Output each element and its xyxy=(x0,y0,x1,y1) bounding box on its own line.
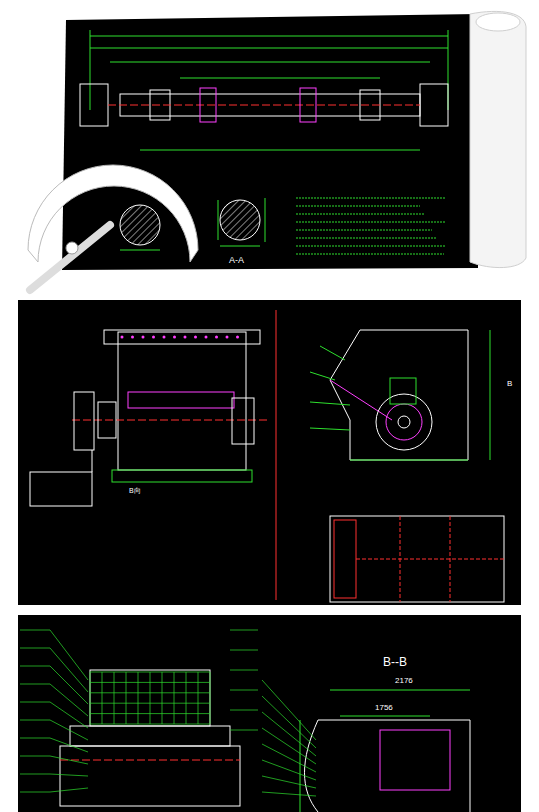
stroke xyxy=(50,774,88,776)
protractor-arm xyxy=(30,225,110,290)
crusher-side xyxy=(310,330,490,460)
section-b-b xyxy=(300,690,470,812)
bolt-row xyxy=(121,336,240,339)
drawing-label: B--B xyxy=(382,656,408,668)
tech-notes xyxy=(296,198,446,254)
section-circle xyxy=(120,205,160,245)
bolt xyxy=(142,336,145,339)
stroke xyxy=(174,672,175,724)
base-plan xyxy=(330,516,504,602)
stroke xyxy=(90,724,210,725)
shaft-assembly xyxy=(90,30,448,150)
bolt xyxy=(152,336,155,339)
stroke xyxy=(230,730,258,731)
stroke xyxy=(20,720,50,721)
protractor xyxy=(28,165,198,262)
bolt xyxy=(215,336,218,339)
sheet-divider xyxy=(276,310,277,600)
stroke xyxy=(90,672,210,673)
roll-end xyxy=(476,13,520,31)
stroke xyxy=(230,710,258,711)
stroke xyxy=(20,774,50,775)
bottom-sheet xyxy=(18,615,521,812)
drawing-label: B xyxy=(506,380,513,388)
paper-roll xyxy=(470,11,526,267)
stroke xyxy=(230,670,258,671)
bolt xyxy=(184,336,187,339)
leader-lines xyxy=(20,630,258,792)
bolt xyxy=(163,336,166,339)
stroke xyxy=(150,672,151,724)
stroke xyxy=(20,648,50,649)
stroke xyxy=(50,666,88,704)
drawing-label: 2176 xyxy=(394,677,414,685)
stroke xyxy=(20,666,50,667)
stroke xyxy=(262,744,316,772)
stroke xyxy=(296,221,446,222)
stroke xyxy=(296,237,436,238)
stroke xyxy=(50,720,88,740)
stroke xyxy=(50,738,88,752)
stroke xyxy=(102,672,103,724)
stroke xyxy=(262,792,316,796)
top-sheet xyxy=(62,14,478,270)
section-a-a xyxy=(220,200,260,240)
bolt xyxy=(226,336,229,339)
crusher-front xyxy=(30,330,270,506)
stroke xyxy=(20,792,50,793)
stroke xyxy=(262,680,316,740)
stroke xyxy=(90,672,91,724)
stroke xyxy=(20,630,50,631)
drawing-label: B向 xyxy=(128,487,142,494)
stroke xyxy=(262,712,316,756)
stroke xyxy=(50,756,88,764)
stroke xyxy=(20,738,50,739)
stroke xyxy=(162,672,163,724)
stroke xyxy=(50,788,88,792)
stroke xyxy=(20,684,50,685)
stroke xyxy=(230,690,258,691)
drawing-label: A-A xyxy=(228,256,245,265)
drawing-label: 1756 xyxy=(374,704,394,712)
stroke xyxy=(262,776,316,788)
bolt xyxy=(236,336,239,339)
stroke xyxy=(50,702,88,728)
stroke xyxy=(296,245,446,246)
stroke xyxy=(262,696,316,748)
stroke xyxy=(230,650,258,651)
stroke xyxy=(296,229,432,230)
shaft-body xyxy=(80,84,448,126)
middle-sheet xyxy=(18,300,521,605)
bolt xyxy=(121,336,124,339)
stroke xyxy=(138,672,139,724)
bolt xyxy=(131,336,134,339)
stroke xyxy=(230,630,258,631)
stroke xyxy=(296,205,420,206)
stroke xyxy=(20,702,50,703)
screen-grid xyxy=(90,672,210,724)
protractor-pivot xyxy=(66,242,78,254)
stroke xyxy=(186,672,187,724)
stroke xyxy=(20,756,50,757)
stroke xyxy=(296,253,444,254)
stroke xyxy=(296,213,424,214)
bolt xyxy=(205,336,208,339)
stroke xyxy=(262,728,316,764)
leader-lines-right xyxy=(262,680,316,796)
bolt xyxy=(173,336,176,339)
stroke xyxy=(90,703,210,704)
bolt xyxy=(194,336,197,339)
stroke xyxy=(90,682,210,683)
stroke xyxy=(126,672,127,724)
stroke xyxy=(296,197,446,198)
shaft-hubs xyxy=(200,88,316,122)
stroke xyxy=(262,760,316,780)
stroke xyxy=(90,692,210,693)
stroke xyxy=(114,672,115,724)
stroke xyxy=(210,672,211,724)
stroke xyxy=(198,672,199,724)
stroke xyxy=(50,684,88,716)
stroke xyxy=(90,713,210,714)
